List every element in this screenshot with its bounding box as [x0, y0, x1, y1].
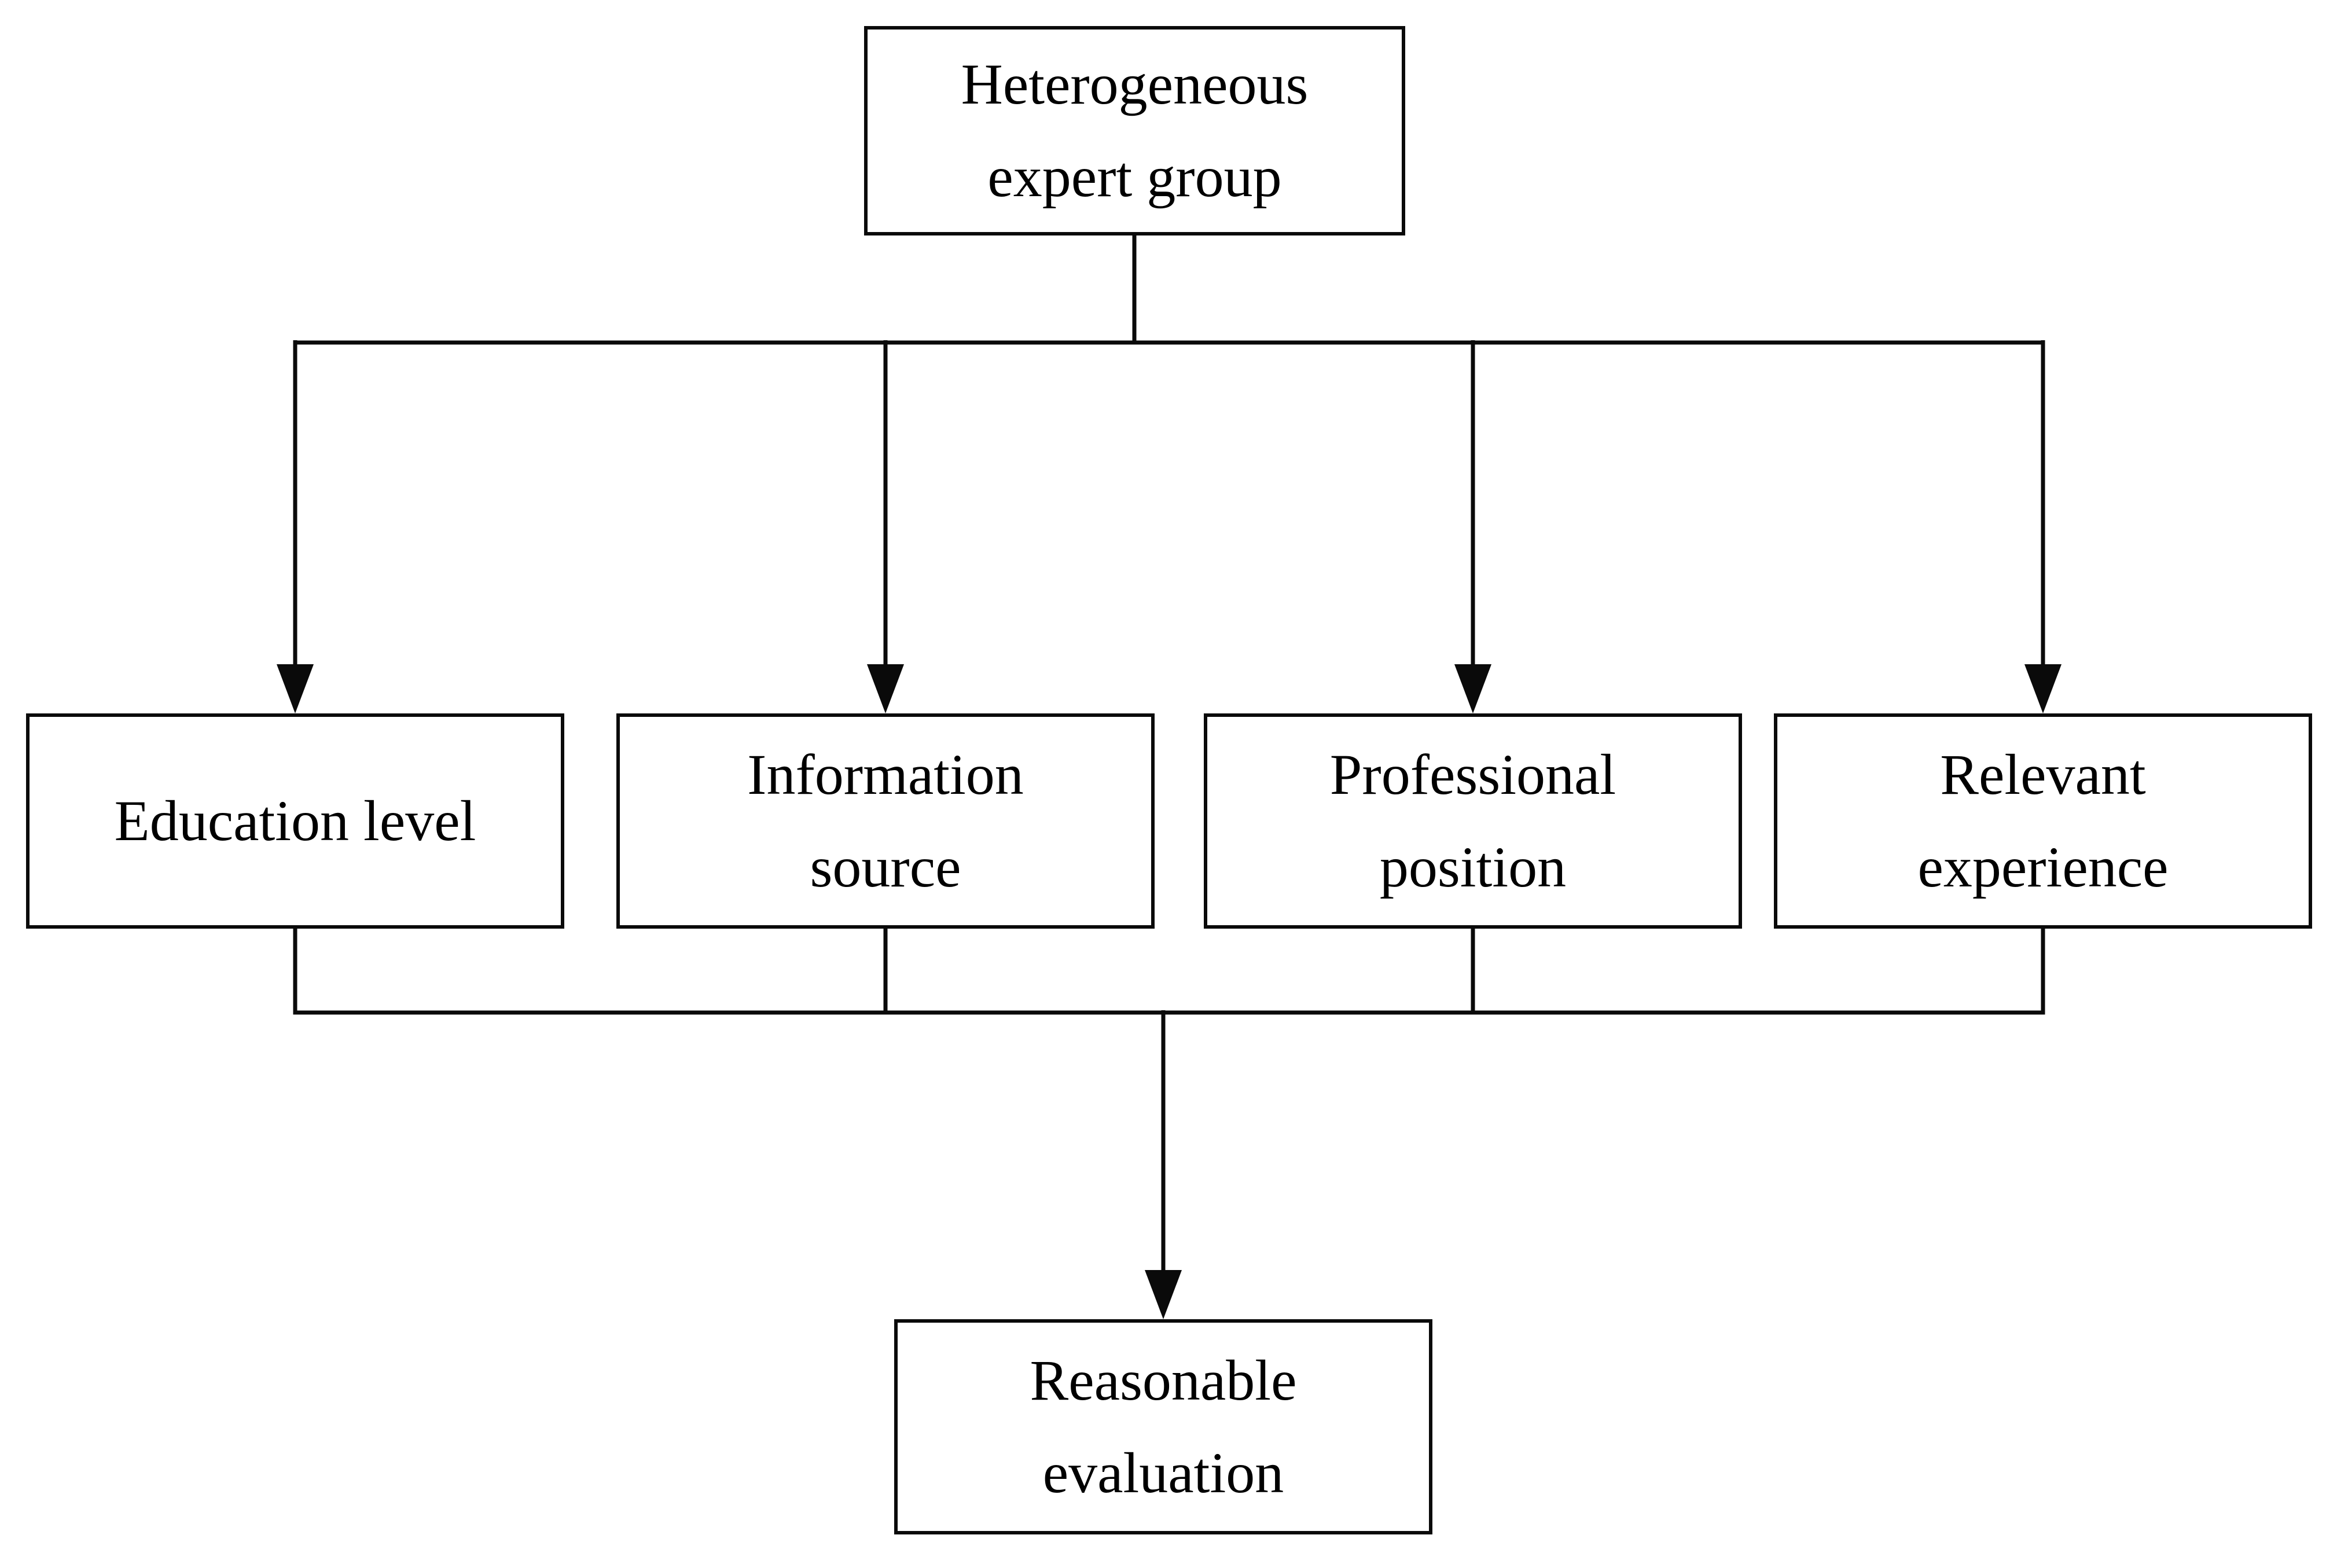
node-label-line: Information — [747, 742, 1024, 807]
node-label-line: Heterogeneous — [961, 52, 1309, 116]
node-label-line: Relevant — [1940, 742, 2146, 807]
node-label-line: expert group — [987, 145, 1282, 209]
node-label-line: source — [810, 835, 961, 899]
node-label-line: experience — [1917, 835, 2169, 899]
arrowhead-information — [867, 664, 904, 713]
arrowhead-relevant — [2024, 664, 2062, 713]
arrowhead-evaluation — [1145, 1270, 1182, 1319]
node-reasonable-evaluation: Reasonable evaluation — [894, 1319, 1432, 1534]
node-information-source: Information source — [616, 713, 1155, 929]
node-label-line: Education level — [114, 789, 476, 853]
node-label-line: Professional — [1329, 742, 1616, 807]
arrowhead-education — [277, 664, 314, 713]
node-label-line: Reasonable — [1030, 1348, 1297, 1412]
node-education-level: Education level — [26, 713, 564, 929]
node-label-line: evaluation — [1042, 1441, 1284, 1505]
arrowhead-professional — [1454, 664, 1491, 713]
node-relevant-experience: Relevant experience — [1774, 713, 2312, 929]
node-heterogeneous-expert-group: Heterogeneous expert group — [864, 26, 1405, 235]
node-professional-position: Professional position — [1204, 713, 1742, 929]
node-label-line: position — [1379, 835, 1567, 899]
